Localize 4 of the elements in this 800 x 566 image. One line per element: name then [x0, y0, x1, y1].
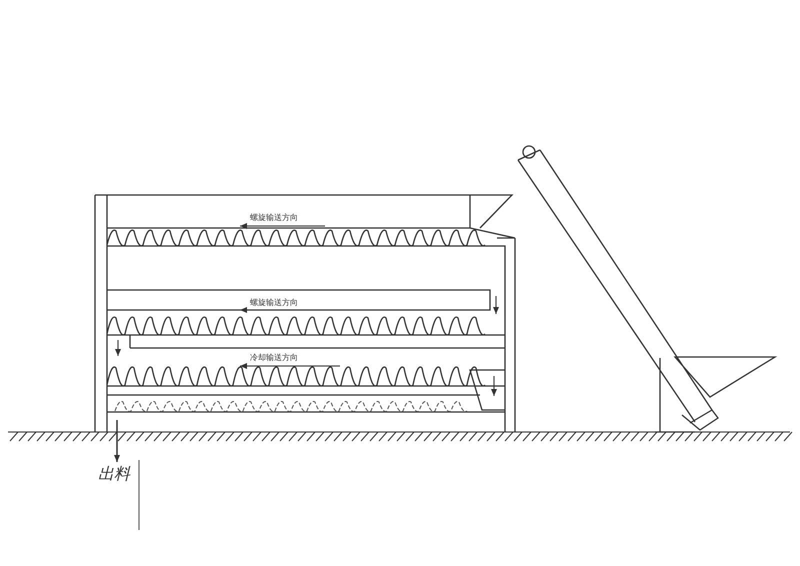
- direction-label: 冷却输送方向: [250, 353, 298, 363]
- discharge-label: 出料: [98, 465, 130, 483]
- direction-label: 螺旋输送方向: [250, 298, 298, 308]
- direction-label: 螺旋输送方向: [250, 213, 298, 223]
